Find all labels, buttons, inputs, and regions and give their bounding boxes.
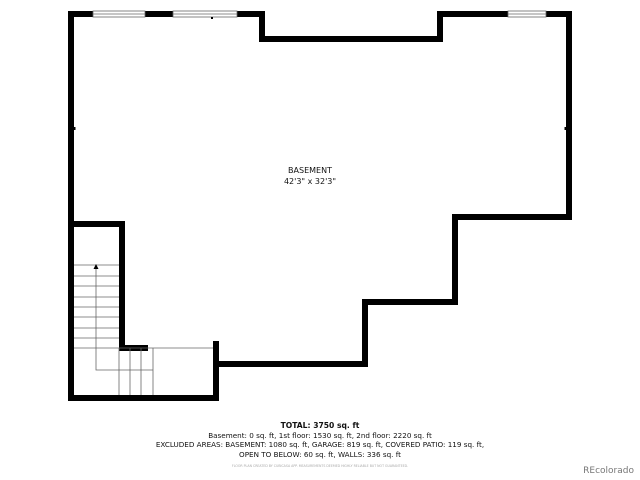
floor-areas: Basement: 0 sq. ft, 1st floor: 1530 sq. … <box>208 430 432 440</box>
total-area: TOTAL: 3750 sq. ft <box>280 421 360 430</box>
disclaimer: FLOOR PLAN CREATED BY CUBICASA APP. MEAS… <box>231 464 409 468</box>
door-mark <box>211 17 213 19</box>
excluded-areas-cont: OPEN TO BELOW: 60 sq. ft, WALLS: 336 sq.… <box>239 449 401 459</box>
room-label-basement: BASEMENT 42'3" x 32'3" <box>220 165 400 187</box>
room-dimensions: 42'3" x 32'3" <box>283 177 337 186</box>
excluded-areas: EXCLUDED AREAS: BASEMENT: 1080 sq. ft, G… <box>155 440 485 449</box>
exterior-wall <box>68 11 572 401</box>
wall-mark <box>564 127 566 130</box>
brand-watermark: REcolorado <box>583 466 634 476</box>
arrow-head-icon <box>93 264 99 269</box>
room-name: BASEMENT <box>288 166 332 175</box>
wall-mark <box>74 127 76 130</box>
stairs <box>74 264 213 395</box>
stair-direction-arrow <box>95 268 153 371</box>
area-summary: TOTAL: 3750 sq. ft Basement: 0 sq. ft, 1… <box>100 421 540 472</box>
windows <box>92 10 547 18</box>
